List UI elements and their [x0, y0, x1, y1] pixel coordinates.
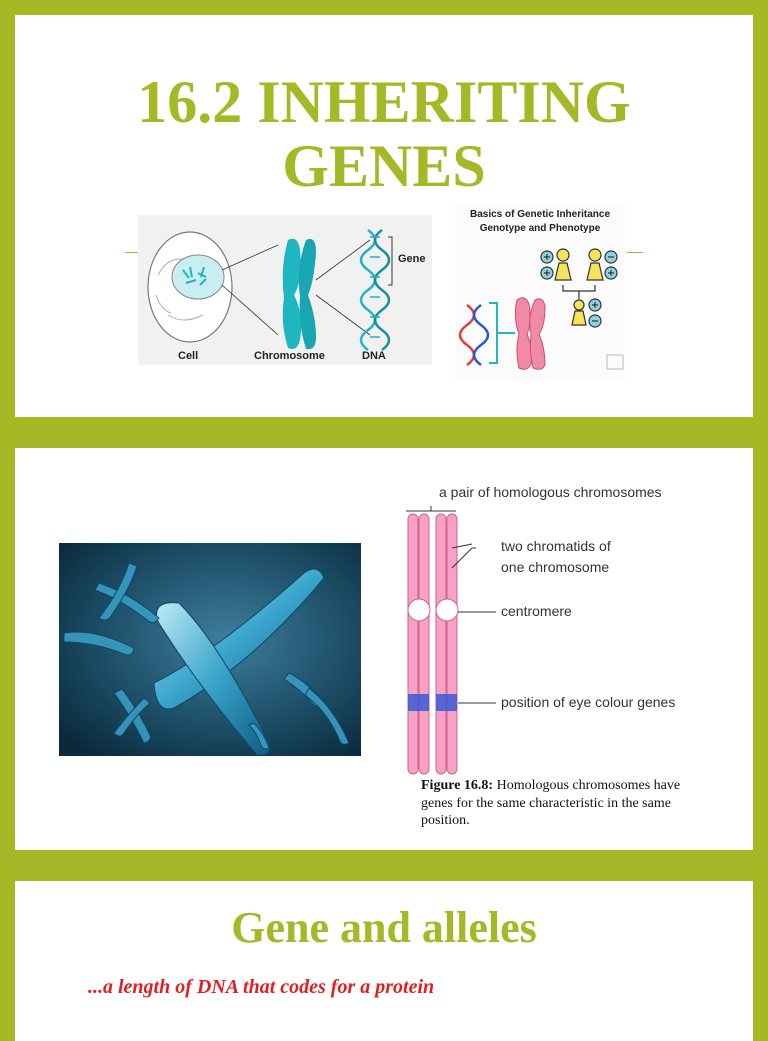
child-figure — [571, 299, 587, 326]
label-eye-colour-genes: position of eye colour genes — [501, 694, 676, 710]
label-chromosome: Chromosome — [254, 350, 325, 362]
figure-caption: Figure 16.8: Homologous chromosomes have… — [421, 777, 681, 830]
cell-nucleus — [171, 254, 225, 300]
label-homologous-pair: a pair of homologous chromosomes — [439, 484, 662, 500]
gene-bracket — [388, 236, 393, 286]
slide-inheriting-genes: 16.2 INHERITING GENES — [15, 15, 753, 417]
slide-gene-and-alleles: Gene and alleles ...a length of DNA that… — [15, 881, 753, 1041]
cell-diagram-graphic — [147, 228, 393, 352]
label-dna: DNA — [362, 350, 386, 362]
slide-title: Gene and alleles — [231, 903, 537, 952]
panel-heading-line-2: Genotype and Phenotype — [479, 223, 601, 234]
figure-number: Figure 16.8: — [421, 778, 494, 793]
homologous-chromosome-diagram: a pair of homologous chromosomes two chr… — [398, 478, 698, 778]
chromosome-left — [407, 513, 431, 775]
label-centromere: centromere — [501, 603, 572, 619]
panel-heading-line-1: Basics of Genetic Inheritance — [469, 209, 611, 220]
title-rule-left — [125, 252, 139, 253]
inheritance-graphic — [458, 248, 624, 370]
caption-text: Homologous chromosomes have genes for th… — [421, 778, 681, 828]
genetic-inheritance-panel: Basics of Genetic Inheritance Genotype a… — [455, 205, 625, 381]
label-chromatids-line-1: two chromatids of — [501, 538, 611, 554]
label-chromatids-line-2: one chromosome — [501, 559, 610, 575]
title-line-1: 16.2 INHERITING — [137, 69, 631, 135]
homologous-diagram-graphic — [406, 506, 496, 775]
chromosome-photo — [59, 543, 361, 756]
slide-homologous-chromosomes: a pair of homologous chromosomes two chr… — [15, 448, 753, 850]
parent-figure-right — [586, 248, 604, 281]
slide-title: 16.2 INHERITING GENES — [15, 70, 753, 198]
chromosome-right — [435, 513, 459, 775]
label-cell: Cell — [178, 350, 199, 362]
parent-figure-left — [554, 248, 572, 281]
label-gene: Gene — [398, 253, 426, 265]
cell-chromosome-dna-diagram: Cell Chromosome DNA Gene — [138, 215, 432, 365]
title-line-2: GENES — [282, 133, 486, 199]
dna-helix-graphic — [359, 228, 391, 352]
chromosome-graphic — [282, 238, 316, 350]
title-rule-right — [627, 252, 643, 253]
gene-definition: ...a length of DNA that codes for a prot… — [88, 976, 435, 998]
chromosome-photo-graphic — [59, 543, 361, 756]
